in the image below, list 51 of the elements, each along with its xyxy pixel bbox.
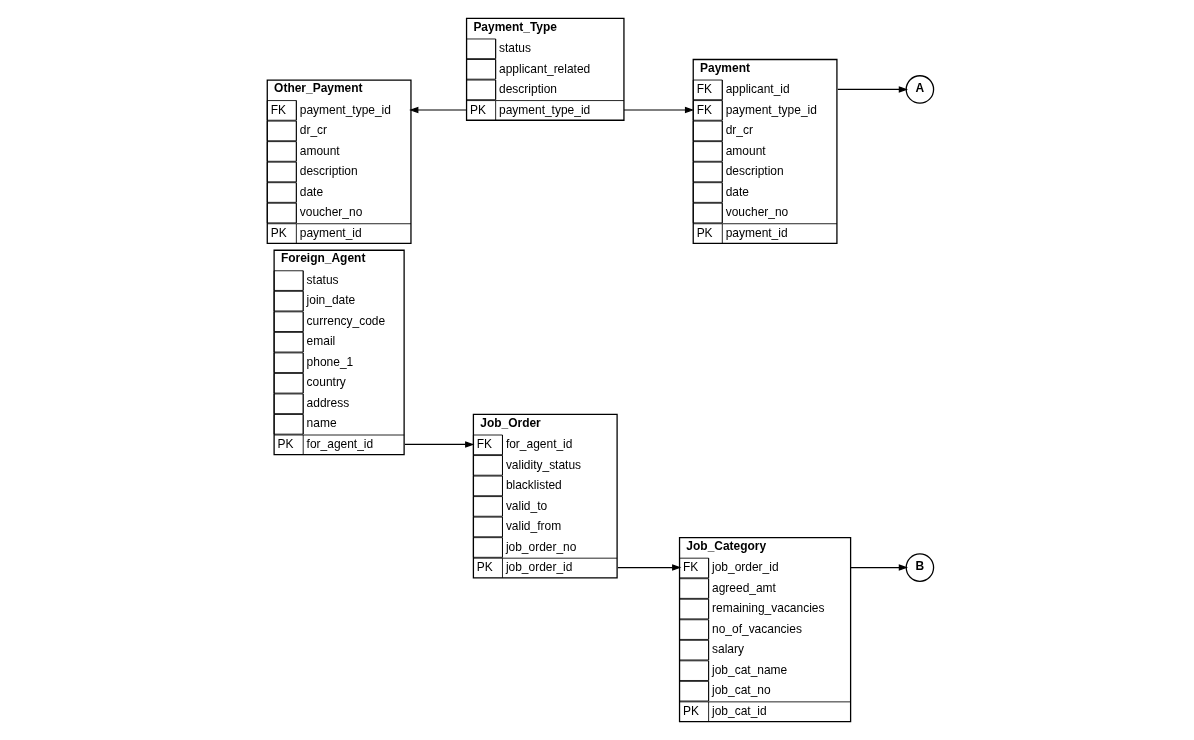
node-label: job_cat_no	[712, 683, 771, 698]
node-label: applicant_related	[499, 61, 591, 76]
arrow	[404, 441, 475, 448]
node-label: status	[306, 272, 339, 287]
arrow	[837, 86, 909, 93]
node-label: join_date	[306, 293, 356, 308]
node-text: PK payment_id	[696, 225, 788, 240]
node-circle: A	[905, 75, 935, 104]
node-label: date	[725, 184, 750, 199]
node-label: validity_status	[505, 457, 582, 472]
node-label: amount	[725, 143, 766, 158]
node-text: PK payment_type_id	[469, 102, 591, 117]
node-label: payment_type_id	[725, 102, 817, 117]
node-label: phone_1	[306, 354, 354, 369]
node-label: dr_cr	[725, 123, 754, 138]
node-label: address	[306, 395, 350, 410]
node-label: payment_type_id	[299, 102, 391, 117]
node-text: PK for_agent_id	[277, 437, 374, 452]
arrow	[623, 106, 695, 114]
node-text: PK payment_id	[270, 225, 362, 240]
node-label: no_of_vacancies	[712, 621, 802, 636]
node-label: applicant_id	[725, 82, 790, 97]
node-label: job_order_id	[712, 560, 779, 575]
node-label: blacklisted	[505, 478, 562, 493]
node-label: valid_to	[505, 498, 548, 513]
node-label: country	[306, 375, 346, 390]
node-label: for_agent_id	[505, 437, 573, 452]
node-label: voucher_no	[725, 205, 789, 220]
node-label: salary	[712, 642, 744, 657]
node-label: job_cat_name	[712, 662, 788, 677]
node-label: name	[306, 416, 337, 431]
node-label: description	[725, 164, 784, 179]
node-label: email	[306, 334, 336, 349]
arrow	[409, 106, 468, 114]
node-label: dr_cr	[299, 123, 328, 138]
node-circle: B	[905, 553, 935, 582]
node-label: status	[499, 40, 531, 55]
node-text: PK job_order_id	[476, 560, 573, 575]
node-label: remaining_vacancies	[712, 601, 825, 616]
arrow	[617, 564, 682, 571]
node-label: amount	[299, 143, 340, 158]
node-label: valid_from	[505, 519, 562, 534]
node-label: agreed_amt	[712, 580, 776, 595]
node-label: job_order_no	[505, 539, 577, 554]
node-text: PK job_cat_id	[682, 703, 767, 718]
arrow	[850, 564, 909, 571]
node-label: voucher_no	[299, 205, 363, 220]
node-label: description	[499, 82, 557, 97]
node-label: description	[299, 164, 358, 179]
node-label: currency_code	[306, 313, 386, 328]
node-label: date	[299, 184, 324, 199]
